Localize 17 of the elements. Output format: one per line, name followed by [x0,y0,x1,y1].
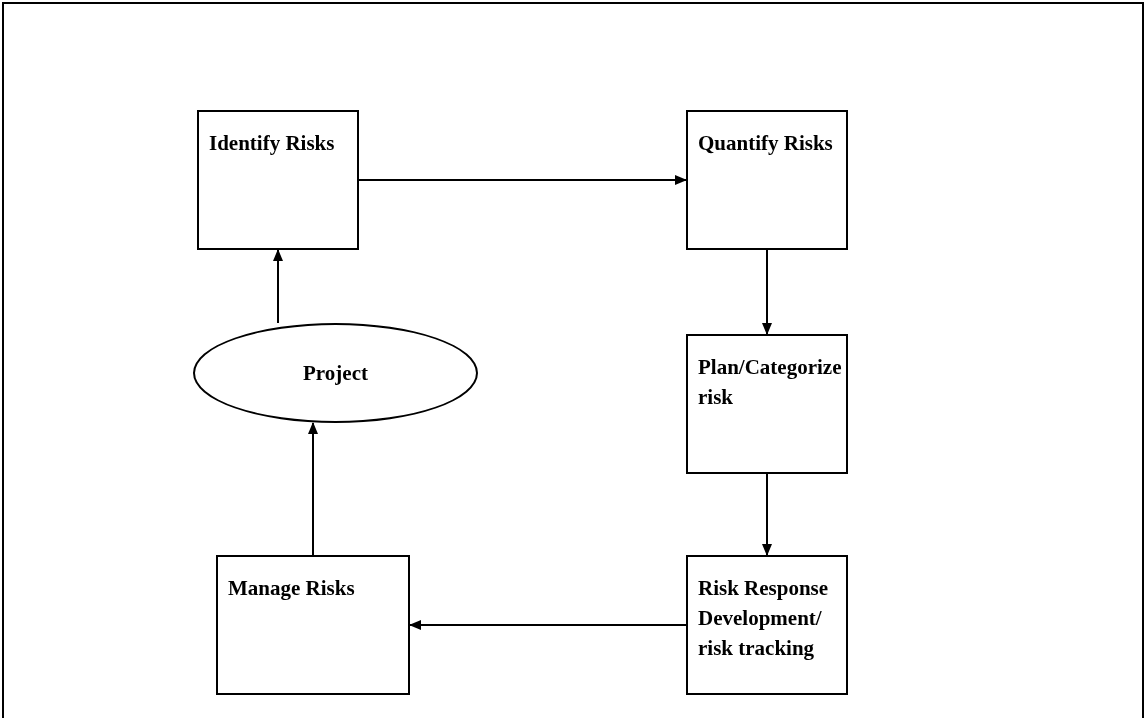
process-box [686,334,848,474]
node-label: Risk Response Development/ risk tracking [698,575,830,662]
node-label: Quantify Risks [698,130,834,157]
arrow [273,249,283,324]
arrow [762,473,772,556]
arrow [358,175,687,185]
arrow [762,249,772,335]
node-label: Plan/Categorize risk [698,354,842,411]
arrow [409,620,687,630]
node-label: Manage Risks [228,575,356,602]
process-box [686,555,848,695]
process-box [686,110,848,250]
node-label: Identify Risks [209,130,336,157]
process-box [216,555,410,695]
process-box [197,110,359,250]
node-label: Project [303,360,368,387]
arrow [308,422,318,556]
